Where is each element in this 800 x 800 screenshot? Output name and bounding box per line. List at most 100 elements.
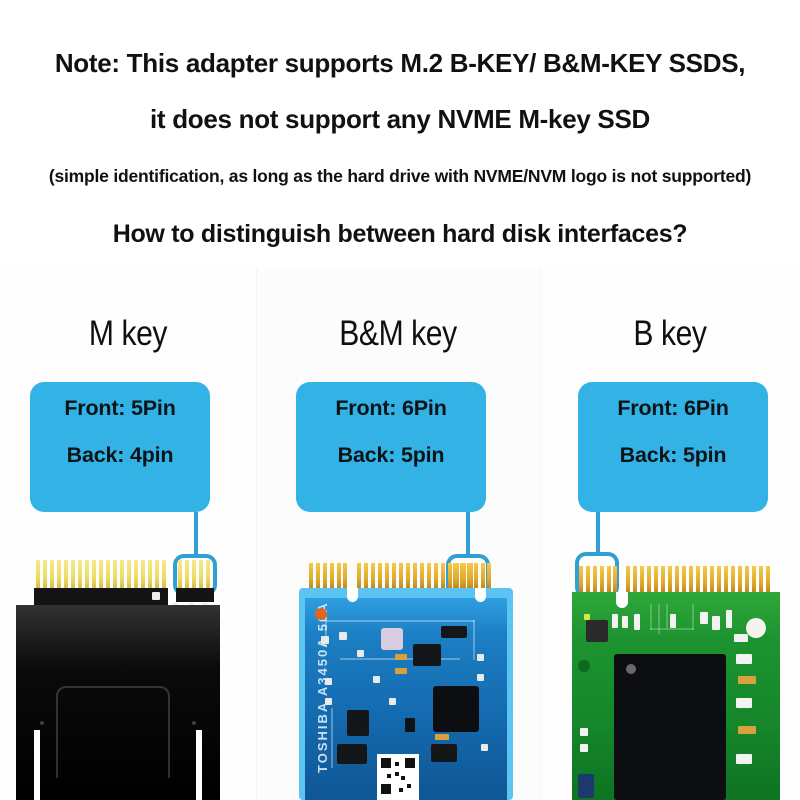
pcb-trace	[658, 604, 660, 634]
via-hole	[578, 660, 590, 672]
heatsink-slot-left	[34, 730, 40, 800]
pin-group-m-highlight	[178, 560, 212, 588]
smd-capacitor	[315, 608, 327, 620]
pin-group-b-main	[626, 566, 774, 594]
smd-resistor	[738, 726, 756, 734]
solder-pad	[736, 754, 752, 764]
smd-part	[477, 674, 484, 681]
board-m-key	[0, 558, 256, 800]
key-title-bm: B&M key	[339, 314, 457, 353]
smd-chip	[441, 626, 467, 638]
mounting-hole	[746, 618, 766, 638]
leader-line-bm	[466, 512, 470, 558]
board-bm-key: TOSHIBA A3450A 50A	[285, 558, 540, 800]
solder-pad	[580, 728, 588, 736]
pin-group-bm-highlight	[453, 563, 491, 590]
smd-part	[405, 718, 415, 732]
smd-chip	[337, 744, 367, 764]
smd-part	[389, 698, 396, 705]
smd-part	[325, 678, 332, 685]
smd-part	[325, 698, 332, 705]
smd-part	[357, 650, 364, 657]
key-notch-m	[475, 588, 486, 602]
panel-divider-2	[540, 268, 541, 800]
inductor	[381, 628, 403, 650]
controller-chip	[433, 686, 479, 732]
pin-group-m-main	[36, 560, 166, 588]
pcb-trace	[325, 620, 327, 646]
callout-m-key: Front: 5Pin Back: 4pin	[30, 382, 210, 512]
notice-block: Note: This adapter supports M.2 B-KEY/ B…	[0, 0, 800, 268]
nand-flash-chip	[614, 654, 726, 800]
smd-part	[481, 744, 488, 751]
smd-resistor	[435, 734, 449, 740]
callout-b-back: Back: 5pin	[619, 443, 727, 467]
pcb-trace	[331, 708, 333, 768]
solder-pad	[712, 616, 720, 630]
heatsink-slot-right	[196, 730, 202, 800]
interface-comparison-section: M key B&M key B key Front: 5Pin Back: 4p…	[0, 268, 800, 800]
key-title-m: M key	[88, 314, 168, 353]
board-b-key	[550, 558, 800, 800]
solder-pad	[736, 654, 752, 664]
nand-chip	[413, 644, 441, 666]
pcb-trace	[473, 620, 475, 660]
heatsink-sheen	[16, 605, 220, 665]
smd-part	[192, 721, 196, 725]
callout-b-front: Front: 6Pin	[617, 396, 729, 420]
callout-b-key: Front: 6Pin Back: 5pin	[578, 382, 768, 512]
solder-pad	[726, 610, 732, 628]
pin-group-b-highlight	[579, 566, 617, 594]
heatsink-notch-outline	[56, 686, 170, 778]
heatsink-body-m	[16, 605, 220, 800]
key-notch-b	[347, 588, 358, 602]
pcb-trace	[650, 604, 652, 630]
chip-pin-1-marker	[626, 664, 636, 674]
connector-strip-m-2	[176, 588, 214, 602]
connector-strip-m	[34, 588, 168, 605]
key-title-b: B key	[633, 314, 707, 353]
smd-chip	[578, 774, 594, 798]
solder-pad	[736, 698, 752, 708]
smd-resistor	[738, 676, 756, 684]
smd-part	[321, 636, 329, 644]
smd-part	[152, 592, 160, 600]
leader-line-m	[194, 512, 198, 558]
callout-bm-front: Front: 6Pin	[335, 396, 447, 420]
notice-line-2: it does not support any NVME M-key SSD	[150, 104, 650, 134]
solder-pad	[634, 614, 640, 630]
leader-line-b	[596, 512, 600, 556]
callout-bm-key: Front: 6Pin Back: 5pin	[296, 382, 486, 512]
smd-chip	[586, 620, 608, 642]
key-notch-b	[616, 592, 628, 608]
callout-bm-back: Back: 5pin	[337, 443, 445, 467]
smd-resistor	[395, 668, 407, 674]
pin-group-bm-main	[357, 563, 475, 590]
solder-pad	[612, 614, 618, 628]
smd-part	[477, 654, 484, 661]
solder-pad	[622, 616, 628, 628]
section-question-heading: How to distinguish between hard disk int…	[112, 220, 688, 248]
notice-identification-hint: (simple identification, as long as the h…	[48, 166, 752, 186]
smd-part	[339, 632, 347, 640]
solder-pad	[700, 612, 708, 624]
pcb-trace	[666, 604, 668, 628]
panel-divider-1	[256, 268, 257, 800]
pcb-trace	[650, 628, 694, 630]
pin-group-bm-left	[309, 563, 347, 590]
smd-part	[40, 721, 44, 725]
solder-pad	[734, 634, 748, 642]
solder-pad	[580, 744, 588, 752]
smd-resistor	[395, 654, 407, 660]
pcb-trace	[692, 604, 694, 630]
callout-m-front: Front: 5Pin	[64, 396, 176, 420]
solder-pad	[670, 614, 676, 628]
qr-code-label	[377, 754, 419, 800]
pcb-trace	[325, 620, 475, 622]
callout-m-back: Back: 4pin	[66, 443, 174, 467]
silkscreen-bm: TOSHIBA A3450A 50A	[315, 601, 330, 773]
smd-part	[373, 676, 380, 683]
smd-chip	[431, 744, 457, 762]
led-part	[584, 614, 590, 620]
